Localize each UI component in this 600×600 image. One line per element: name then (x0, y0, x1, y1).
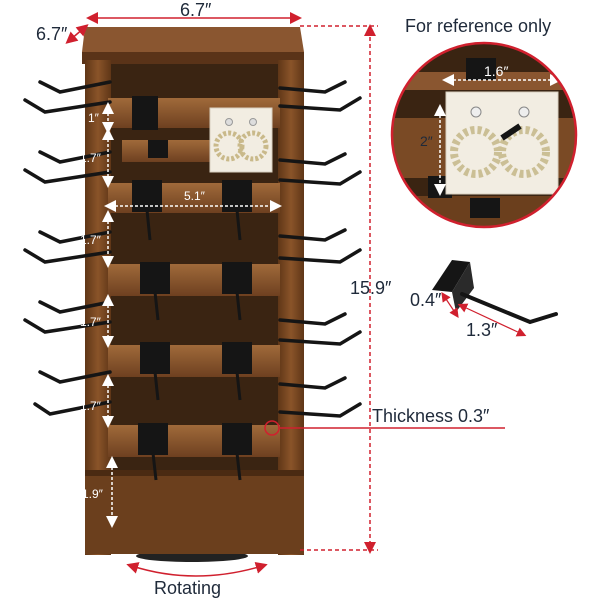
j-hook-icon (500, 123, 522, 141)
thickness-label: Thickness 0.3″ (372, 406, 490, 426)
hook-bracket-icon (138, 423, 168, 455)
j-hook-icon (38, 300, 112, 314)
earring-icon (498, 126, 550, 178)
j-hook-icon (278, 248, 362, 264)
hook-bracket-icon (222, 423, 252, 455)
j-hook-icon (278, 376, 347, 390)
hook-bracket-icon (132, 96, 158, 130)
slat (108, 264, 280, 296)
rotating-label: Rotating (154, 578, 221, 598)
gap-4-label: 1.7″ (80, 315, 102, 329)
hook-bracket-icon (148, 140, 168, 158)
j-hook-icon (278, 170, 362, 186)
hook-bracket-icon (132, 180, 162, 212)
pegs (145, 209, 242, 481)
reference-inset: 1.6″ 2″ (390, 41, 578, 229)
board-height-label: 2″ (420, 133, 433, 149)
j-hook-icon (33, 400, 112, 416)
stand-bottom (85, 470, 304, 554)
j-hook-icon (278, 312, 347, 326)
stand-top (82, 27, 304, 52)
board-width-label: 1.6″ (484, 63, 508, 79)
hook-bracket-icon (140, 342, 170, 374)
j-hook-icon (278, 330, 362, 346)
earring-icon (237, 130, 269, 162)
j-hook-icon (278, 80, 347, 94)
gap-1-label: 1″ (88, 111, 100, 125)
dim-lines-red (65, 12, 505, 577)
slat (108, 425, 280, 457)
inset-border (390, 41, 578, 229)
slat (108, 345, 280, 377)
j-hook-icon (278, 96, 362, 112)
top-width-label: 6.7″ (180, 0, 212, 20)
j-hook-icon (23, 168, 112, 184)
hook-length-label: 1.3″ (466, 320, 498, 340)
j-hook-icon (38, 150, 112, 164)
bottom-gap-label: 1.9″ (82, 487, 104, 501)
display-stand (23, 27, 362, 562)
j-hook-icon (23, 248, 112, 264)
left-hooks (23, 80, 112, 416)
earring-icon (450, 126, 502, 178)
j-hook-icon (38, 80, 112, 94)
j-hook-icon (23, 98, 112, 114)
j-hook-icon (278, 228, 347, 242)
j-hook-icon (278, 152, 347, 166)
hook-bracket-icon (222, 262, 252, 294)
j-hook-icon (460, 292, 558, 325)
hook-height-label: 0.4″ (410, 290, 442, 310)
hook-bracket-icon (222, 180, 252, 212)
top-depth-label: 6.7″ (36, 24, 68, 44)
earring-card (209, 107, 273, 173)
gap-2-label: 1.7″ (80, 151, 102, 165)
j-hook-icon (278, 402, 362, 418)
j-hook-icon (23, 318, 112, 334)
total-height-label: 15.9″ (350, 278, 392, 298)
hook-detail (432, 260, 558, 337)
gap-5-label: 1.7″ (80, 399, 102, 413)
slat-width-label: 5.1″ (184, 189, 206, 203)
right-hooks (278, 80, 362, 418)
gap-3-label: 1.7″ (80, 233, 102, 247)
j-hook-icon (38, 230, 112, 244)
j-hook-icon (38, 370, 112, 384)
dim-lines-white (102, 102, 282, 528)
hook-bracket-icon (222, 342, 252, 374)
hook-bracket-icon (432, 260, 470, 292)
reference-title: For reference only (405, 16, 551, 36)
hook-bracket-icon (140, 262, 170, 294)
